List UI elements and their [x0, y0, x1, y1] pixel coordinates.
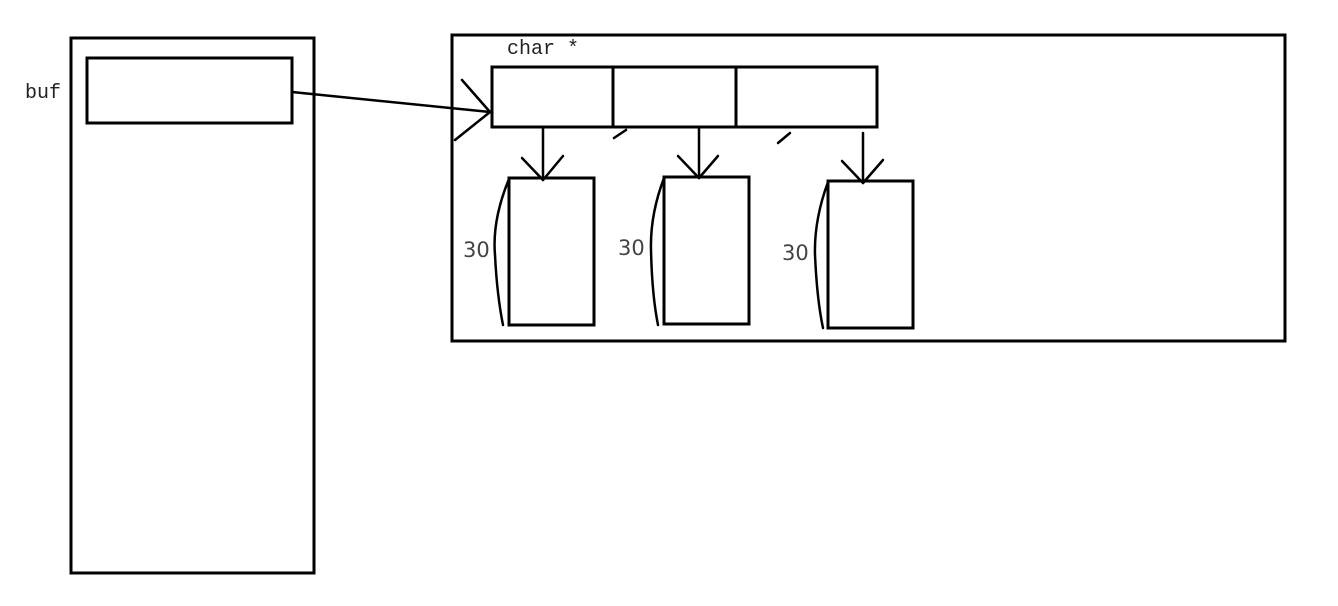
- size-brace: [813, 180, 830, 330]
- buffer-size-label: 30: [782, 241, 809, 265]
- arrow-shaft: [290, 90, 492, 114]
- char-buffer: 30: [782, 179, 915, 330]
- pointer-array-type-label: char *: [507, 38, 579, 61]
- heap-region-box: [450, 33, 1287, 343]
- buf-to-array-arrow: [290, 78, 492, 142]
- cell-to-buffer-arrow: [520, 125, 565, 182]
- char-buffer: 30: [463, 176, 596, 327]
- cell-to-buffer-arrow: [676, 125, 720, 180]
- scribble-mark: [612, 128, 628, 140]
- char-buffer-box: [826, 179, 915, 330]
- size-brace: [493, 177, 511, 327]
- buffer-size-label: 30: [618, 236, 645, 260]
- buf-variable-box: [85, 56, 294, 125]
- buffer-size-label: 30: [463, 238, 490, 262]
- char-buffer-box: [662, 175, 751, 326]
- size-brace: [649, 176, 666, 327]
- scribble-mark: [776, 131, 792, 145]
- pointer-array: [490, 65, 879, 129]
- buf-label: buf: [25, 82, 61, 105]
- cell-to-buffer-arrow: [840, 131, 885, 185]
- arrow-head: [453, 78, 492, 142]
- char-buffer: 30: [618, 175, 751, 327]
- stack-frame-box: [69, 36, 316, 575]
- arrow-head: [520, 154, 565, 182]
- arrow-head: [840, 158, 885, 185]
- pointer-array-outline: [490, 65, 879, 129]
- char-buffer-box: [507, 176, 596, 327]
